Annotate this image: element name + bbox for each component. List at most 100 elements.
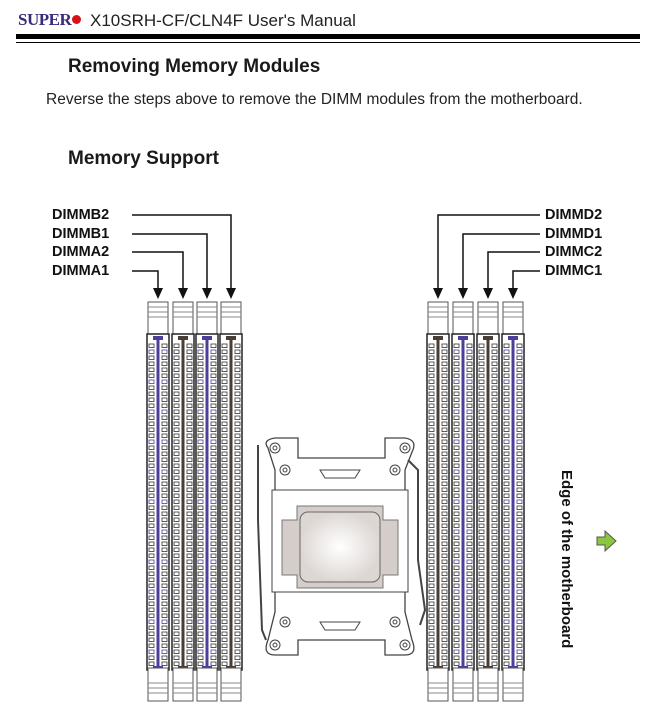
slot-pin [173,553,180,558]
slot-pin [221,439,228,444]
screw-hole-inner [392,619,398,625]
slot-pin [491,457,498,462]
slot-pin [491,391,498,396]
slot-pin [441,493,448,498]
slot-pin [186,613,193,618]
slot-pin [516,607,523,612]
slot-pin [210,613,217,618]
slot-pin [186,421,193,426]
load-lever [407,459,427,626]
slot-pin [186,391,193,396]
slot-pin [478,397,485,402]
arrow-down-icon [202,288,212,299]
slot-pin [491,565,498,570]
slot-pin [173,415,180,420]
slot-pin [148,655,155,660]
slot-pin [210,511,217,516]
slot-pin [441,415,448,420]
slot-pin [478,499,485,504]
slot-pin [478,439,485,444]
slot-pin [186,451,193,456]
slot-pin [210,361,217,366]
slot-pin [210,505,217,510]
slot-pin [210,487,217,492]
slot-pin [234,547,241,552]
slot-pin [186,601,193,606]
slot-pin [234,541,241,546]
slot-pin [234,361,241,366]
slot-pin [491,523,498,528]
slot-pin [441,661,448,666]
slot-pin [453,403,460,408]
slot-pin [197,391,204,396]
slot-pin [453,481,460,486]
slot-pin [453,415,460,420]
slot-pin [491,445,498,450]
slot-pin [441,601,448,606]
slot-pin [173,613,180,618]
slot-pin [173,583,180,588]
slot-pin [234,649,241,654]
slot-pin [478,475,485,480]
slot-pin [173,439,180,444]
slot-pin [221,397,228,402]
slot-pin [186,463,193,468]
slot-pin [148,355,155,360]
slot-pin [503,661,510,666]
slot-pin [221,499,228,504]
slot-pin [148,631,155,636]
leader-line [512,270,540,290]
slot-pin [234,367,241,372]
slot-key [153,336,163,340]
slot-pin [161,427,168,432]
slot-pin [221,529,228,534]
slot-pin [197,433,204,438]
slot-pin [503,409,510,414]
slot-pin [503,643,510,648]
slot-pin [441,481,448,486]
slot-pin [186,469,193,474]
slot-pin [516,577,523,582]
slot-pin [161,451,168,456]
slot-pin [197,385,204,390]
slot-pin [197,451,204,456]
slot-pin [478,541,485,546]
slot-pin [173,541,180,546]
slot-pin [491,355,498,360]
screw-hole [279,464,291,476]
slot-pin [173,625,180,630]
slot-pin [221,643,228,648]
slot-pin [234,511,241,516]
slot-pin [234,487,241,492]
slot-pin [197,655,204,660]
slot-pin [478,523,485,528]
slot-pin [478,529,485,534]
slot-pin [186,649,193,654]
slot-pin [428,391,435,396]
slot-pin [234,643,241,648]
slot-pin [491,607,498,612]
slot-pin [516,619,523,624]
slot-pin [210,481,217,486]
slot-pin [148,421,155,426]
slot-pin [428,607,435,612]
slot-pin [234,637,241,642]
slot-pin [221,607,228,612]
slot-pin [453,409,460,414]
slot-pin [491,595,498,600]
slot-pin [234,403,241,408]
slot-pin [234,607,241,612]
slot-pin [491,637,498,642]
slot-pin [466,433,473,438]
slot-pin [466,409,473,414]
slot-pin [478,589,485,594]
slot-pin [148,457,155,462]
slot-pin [234,559,241,564]
slot-center-bar [436,340,440,668]
slot-pin [478,559,485,564]
slot-pin [148,349,155,354]
slot-pin [441,577,448,582]
slot-pin [161,661,168,666]
leader-line [487,251,540,290]
slot-pin [491,421,498,426]
